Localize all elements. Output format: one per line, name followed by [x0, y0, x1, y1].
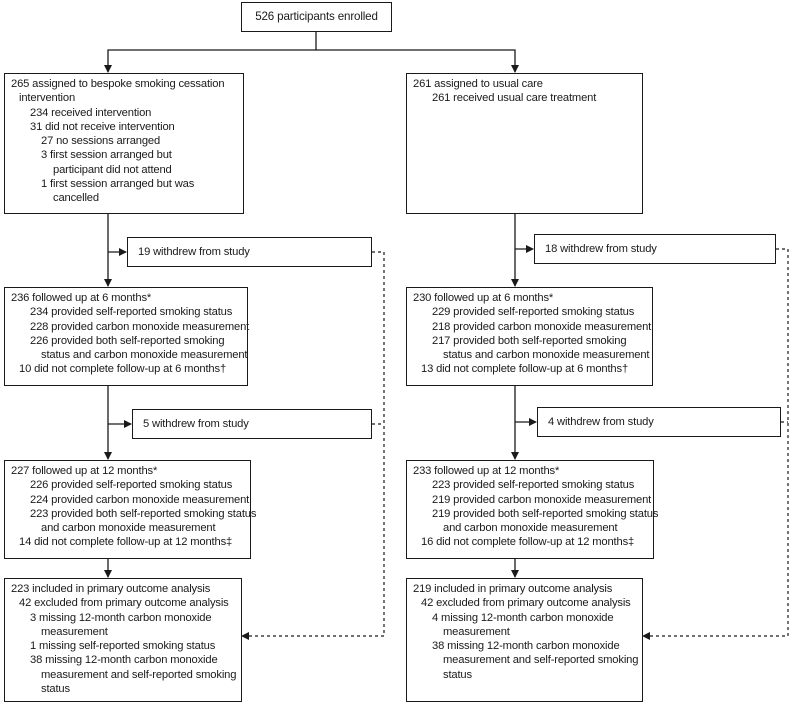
intervention-withdraw-12m-box: 5 withdrew from study	[132, 409, 372, 439]
usual-care-12-month-box: 233 followed up at 12 months* 223 provide…	[406, 460, 659, 559]
box-line: 10 did not complete follow-up at 6 month…	[19, 363, 227, 376]
box-line: 3 missing 12-month carbon monoxide	[30, 611, 212, 624]
box-line: 42 excluded from primary outcome analysi…	[19, 597, 229, 610]
box-line: 3 first session arranged but	[41, 149, 172, 162]
box-line: 13 did not complete follow-up at 6 month…	[421, 363, 629, 376]
enrolled-box: 526 participants enrolled	[241, 2, 392, 32]
usual-care-withdraw-12m-box: 4 withdrew from study	[537, 407, 781, 437]
box-line: 236 followed up at 6 months*	[11, 292, 152, 304]
withdrawal-return-line	[241, 251, 385, 640]
box-line: 226 provided both self-reported smoking	[30, 334, 225, 347]
box-line: 223 provided self-reported smoking statu…	[432, 479, 635, 492]
box-line: participant did not attend	[53, 163, 172, 176]
box-line: status and carbon monoxide measurement	[41, 349, 248, 362]
intervention-6-month-box: 236 followed up at 6 months* 234 provided…	[4, 287, 250, 386]
box-line: 224 provided carbon monoxide measurement	[30, 493, 250, 506]
intervention-assigned-box: 265 assigned to bespoke smoking cessatio…	[4, 73, 244, 214]
split-connector	[316, 49, 519, 73]
usual-care-withdraw-6m-box: 18 withdrew from study	[534, 234, 776, 264]
usual-care-assigned-box: 261 assigned to usual care 261 received u…	[406, 73, 643, 214]
box-line: 228 provided carbon monoxide measurement	[30, 320, 250, 333]
box-line: 16 did not complete follow-up at 12 mont…	[421, 536, 635, 549]
withdraw-text: 5 withdrew from study	[143, 417, 249, 430]
box-line: 223 included in primary outcome analysis	[11, 583, 211, 595]
box-line: 261 received usual care treatment	[432, 92, 597, 105]
box-line: 261 assigned to usual care	[413, 78, 543, 90]
box-line: intervention	[19, 92, 76, 105]
box-line: 265 assigned to bespoke smoking cessatio…	[11, 78, 225, 90]
box-line: 27 no sessions arranged	[41, 135, 161, 148]
box-line: status	[443, 668, 472, 681]
box-line: 38 missing 12-month carbon monoxide	[432, 640, 620, 653]
withdraw-text: 18 withdrew from study	[545, 242, 657, 255]
box-line: measurement	[443, 625, 510, 638]
box-line: 1 missing self-reported smoking status	[30, 640, 216, 653]
box-line: 42 excluded from primary outcome analysi…	[421, 597, 631, 610]
box-line: 234 provided self-reported smoking statu…	[30, 306, 233, 319]
box-line: 233 followed up at 12 months*	[413, 465, 560, 477]
intervention-12-month-box: 227 followed up at 12 months* 226 provide…	[4, 460, 257, 559]
box-line: 1 first session arranged but was	[41, 178, 195, 191]
box-line: 219 included in primary outcome analysis	[413, 583, 613, 595]
box-line: status	[41, 683, 70, 696]
box-line: 217 provided both self-reported smoking	[432, 334, 627, 347]
withdraw-text: 19 withdrew from study	[138, 245, 250, 258]
box-line: measurement and self-reported smoking	[443, 654, 639, 667]
enrolled-text: 526 participants enrolled	[255, 9, 378, 23]
box-line: cancelled	[53, 192, 99, 205]
box-line: measurement	[41, 625, 108, 638]
withdrawal-return-line	[642, 248, 789, 640]
withdraw-text: 4 withdrew from study	[548, 415, 654, 428]
box-line: 14 did not complete follow-up at 12 mont…	[19, 536, 233, 549]
split-connector	[104, 30, 317, 73]
intervention-analysis-box: 223 included in primary outcome analysis…	[4, 578, 242, 702]
intervention-withdraw-6m-box: 19 withdrew from study	[127, 237, 372, 267]
box-line: 38 missing 12-month carbon monoxide	[30, 654, 218, 667]
box-line: 219 provided carbon monoxide measurement	[432, 493, 652, 506]
box-line: 4 missing 12-month carbon monoxide	[432, 611, 614, 624]
box-line: 223 provided both self-reported smoking …	[30, 507, 257, 520]
box-line: status and carbon monoxide measurement	[443, 349, 650, 362]
box-line: 229 provided self-reported smoking statu…	[432, 306, 635, 319]
box-line: and carbon monoxide measurement	[443, 522, 618, 535]
box-line: measurement and self-reported smoking	[41, 668, 237, 681]
usual-care-6-month-box: 230 followed up at 6 months* 229 provided…	[406, 287, 653, 386]
box-line: 218 provided carbon monoxide measurement	[432, 320, 652, 333]
box-line: 227 followed up at 12 months*	[11, 465, 158, 477]
box-line: 230 followed up at 6 months*	[413, 292, 554, 304]
box-line: 31 did not receive intervention	[30, 120, 175, 133]
box-line: 219 provided both self-reported smoking …	[432, 507, 659, 520]
box-line: and carbon monoxide measurement	[41, 522, 216, 535]
box-line: 234 received intervention	[30, 106, 152, 119]
usual-care-analysis-box: 219 included in primary outcome analysis…	[406, 578, 643, 702]
box-line: 226 provided self-reported smoking statu…	[30, 479, 233, 492]
